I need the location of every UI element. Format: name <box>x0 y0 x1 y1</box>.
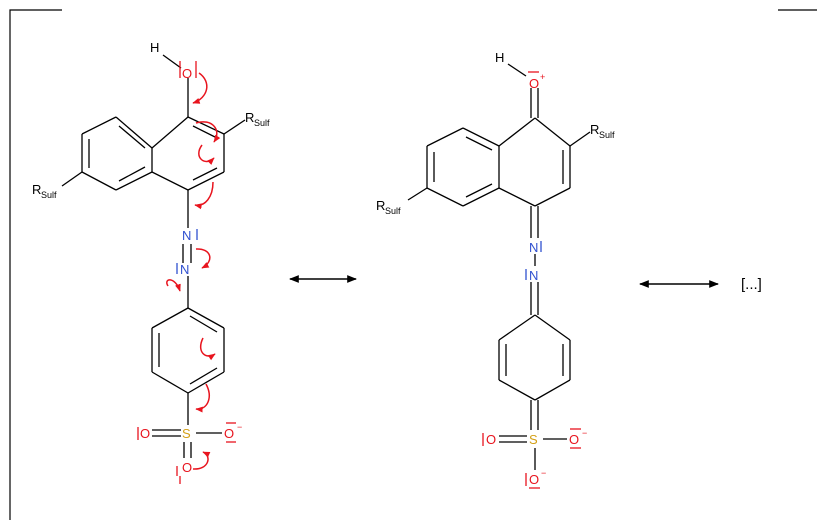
hydrogen-label: H <box>495 50 504 65</box>
curved-arrow <box>199 337 216 361</box>
nitrogen-label: N <box>529 240 538 255</box>
minus-charge: − <box>582 428 587 438</box>
continuation-ellipsis: [...] <box>741 276 762 293</box>
lone-pairs-right <box>482 71 581 489</box>
structure-left <box>61 54 246 458</box>
curved-arrow <box>194 181 214 210</box>
plus-charge: + <box>540 72 545 82</box>
atoms-left: H O R Sulf R Sulf N N O S O − O <box>32 40 270 475</box>
curved-arrow <box>166 279 181 292</box>
oxygen-label: O <box>486 432 496 447</box>
oxygen-label: O <box>182 66 192 81</box>
oxygen-label: O <box>569 432 579 447</box>
minus-charge: − <box>541 468 546 478</box>
curved-arrow <box>192 72 208 104</box>
oxygen-label: O <box>529 76 539 91</box>
oxygen-label: O <box>529 472 539 487</box>
rsulf-r-label: R <box>32 182 41 197</box>
rsulf-sub-label: Sulf <box>385 206 401 216</box>
rsulf-r-label: R <box>245 110 254 125</box>
oxygen-label: O <box>224 426 234 441</box>
minus-charge: − <box>237 422 242 432</box>
sulfur-label: S <box>529 432 538 447</box>
oxygen-label: O <box>182 460 192 475</box>
rsulf-sub-label: Sulf <box>41 190 57 200</box>
nitrogen-lone-pairs-right <box>525 241 542 280</box>
curved-arrow <box>195 383 210 413</box>
nitrogen-label: N <box>180 262 189 277</box>
left-bracket <box>9 9 62 520</box>
hydrogen-label: H <box>150 40 159 55</box>
rsulf-sub-label: Sulf <box>599 130 615 140</box>
rsulf-sub-label: Sulf <box>254 118 270 128</box>
rsulf-r-label: R <box>376 198 385 213</box>
nitrogen-label: N <box>182 228 191 243</box>
oxygen-label: O <box>140 426 150 441</box>
curved-arrow <box>192 451 211 470</box>
curved-arrow <box>195 248 211 269</box>
structure-right <box>407 63 591 470</box>
nitrogen-lone-pairs-left <box>176 229 198 274</box>
lone-pairs-left <box>137 61 236 484</box>
curved-arrow <box>198 144 215 165</box>
curved-arrows <box>166 72 221 470</box>
curved-arrow <box>195 121 221 143</box>
nitrogen-label: N <box>529 268 538 283</box>
sulfur-label: S <box>182 426 191 441</box>
atoms-right: H O + R Sulf R Sulf N N O S O − O − <box>376 50 615 487</box>
rsulf-r-label: R <box>590 122 599 137</box>
